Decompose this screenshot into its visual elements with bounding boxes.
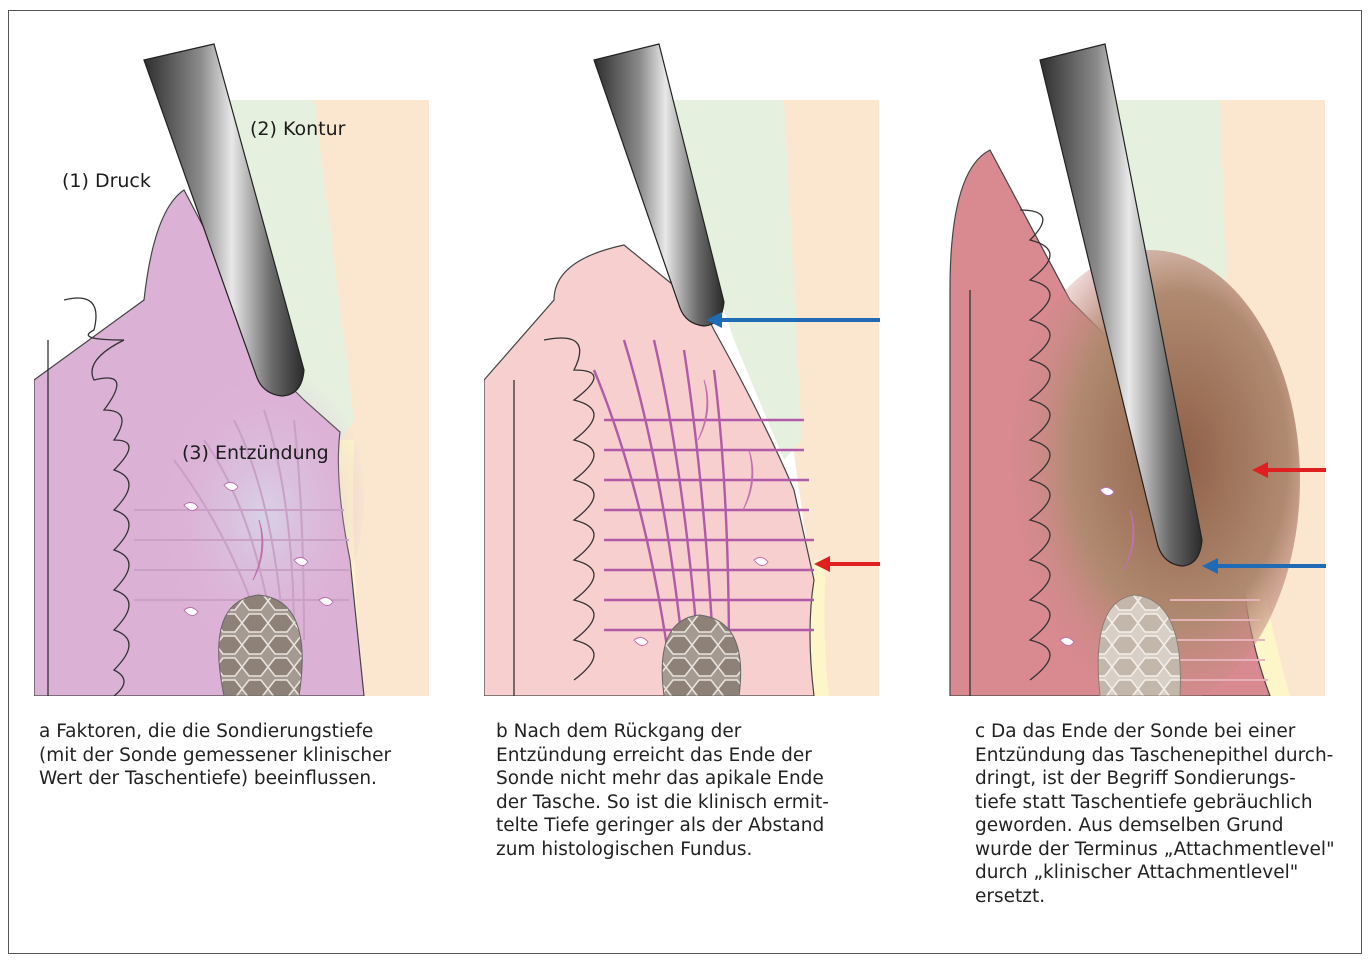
panel-c-illustration xyxy=(930,40,1330,696)
panel-b-illustration xyxy=(484,40,884,696)
panel-a-drawing xyxy=(34,40,434,696)
alveolar-bone xyxy=(219,595,303,696)
panel-c-drawing xyxy=(930,40,1330,696)
caption-b: b Nach dem Rückgang der Entzündung errei… xyxy=(496,720,856,861)
label-kontur: (2) Kontur xyxy=(250,118,345,140)
label-entzuendung: (3) Entzündung xyxy=(182,442,329,464)
caption-a: a Faktoren, die die Sondierungstiefe (mi… xyxy=(39,720,399,791)
panel-b-drawing xyxy=(484,40,884,696)
panel-a-illustration: (1) Druck (2) Kontur (3) Entzündung xyxy=(34,40,434,696)
label-druck: (1) Druck xyxy=(62,170,151,192)
caption-c: c Da das Ende der Sonde bei einer Entzün… xyxy=(975,720,1335,908)
